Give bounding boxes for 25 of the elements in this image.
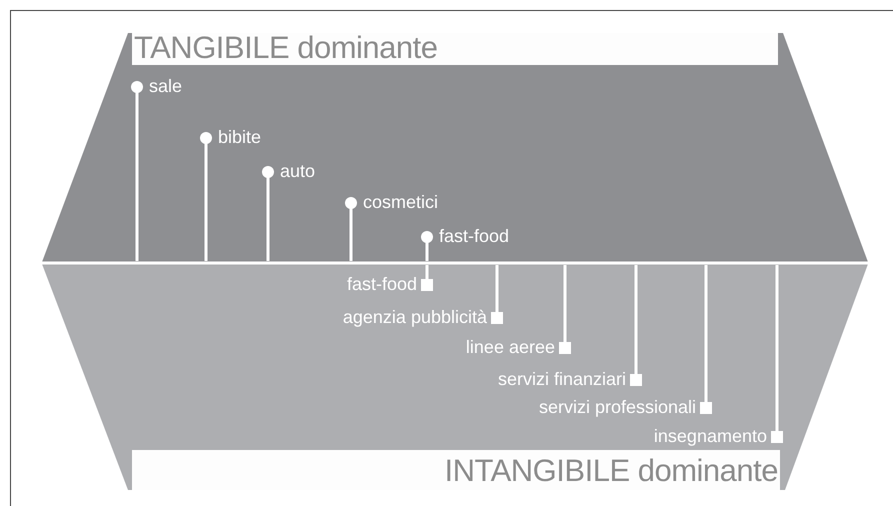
band-title: TANGIBILE dominante [134,31,438,65]
item-label: servizi professionali [538,396,696,418]
leader-line [200,132,212,261]
item-label: insegnamento [654,425,767,447]
leader-line [421,265,433,291]
leader-line [700,265,712,414]
item-label: agenzia pubblicità [342,306,487,328]
band-title: INTANGIBILE dominante [444,454,778,488]
item-label: fast-food [346,273,417,295]
item-label: auto [280,160,316,182]
leader-line [630,265,642,386]
leader-line [559,265,571,354]
axis-line [42,262,868,264]
leader-line [771,265,783,443]
item-label: bibite [218,126,262,148]
leader-line [345,197,357,261]
leader-line [491,265,503,324]
leader-line [421,231,433,261]
item-label: sale [149,75,182,97]
item-label: servizi finanziari [498,368,626,390]
leader-line [262,166,274,261]
item-label: fast-food [439,225,510,247]
item-label: linee aeree [466,336,555,358]
item-label: cosmetici [363,191,438,213]
leader-line [131,81,143,261]
